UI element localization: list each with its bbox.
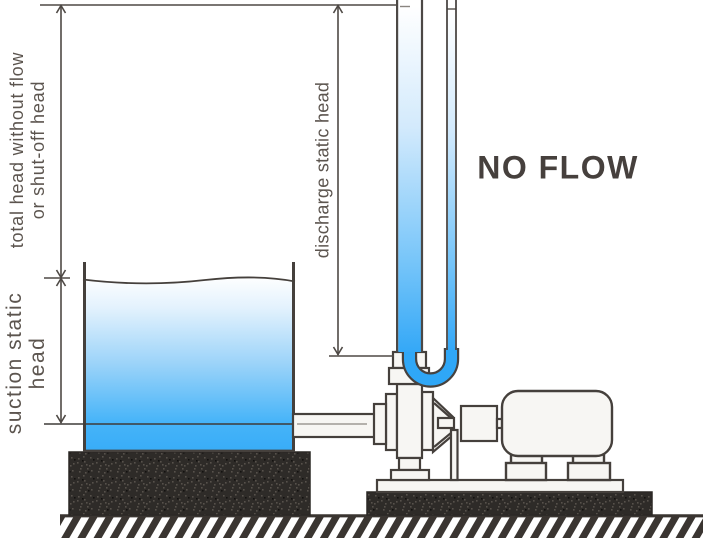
tank-water (86, 277, 292, 451)
label-total-head-line1: total head without flow (7, 51, 27, 249)
label-total-head: total head without flow or shut-off head (7, 52, 49, 249)
cone-inner-line-bottom (433, 432, 452, 448)
pump-suction-flange (372, 402, 388, 446)
pump-shaft-end (436, 416, 456, 430)
ground-hatch (60, 517, 703, 538)
discharge-standpipe (396, 0, 424, 352)
electric-motor (500, 389, 614, 482)
pump-rear-flange (420, 390, 435, 452)
dimension-lines (40, 3, 397, 425)
ground (60, 514, 703, 538)
motor-body (500, 389, 614, 458)
arrow-down-discharge (332, 346, 344, 357)
u-bend-water (404, 347, 457, 386)
riser-water (447, 9, 456, 350)
arrow-up-discharge (332, 3, 344, 14)
riser-tube (446, 0, 457, 350)
label-suction-line1: suction static (3, 291, 26, 435)
label-suction-static-head: suction static head (3, 292, 49, 434)
centrifugal-pump (372, 382, 505, 482)
tank-foundation-block (68, 451, 311, 516)
standpipe-water (398, 7, 422, 352)
label-suction-line2: head (26, 336, 49, 390)
arrow-up-total (55, 3, 67, 14)
pump-support-leg (449, 428, 459, 482)
u-bend-pipe (401, 347, 460, 388)
shaft-coupling (459, 404, 499, 443)
pump-foundation-block (366, 491, 653, 516)
pump-casing (395, 382, 424, 460)
pump-pedestal-foot (389, 468, 431, 482)
label-total-head-line2: or shut-off head (28, 80, 48, 220)
label-discharge-static-head: discharge static head (312, 81, 333, 259)
pump-front-flange (384, 392, 399, 452)
water-surface-line (82, 276, 296, 285)
pump-pedestal-neck (397, 456, 422, 472)
no-flow-status-text: NO FLOW (477, 149, 639, 186)
arrow-down-suction (55, 414, 67, 425)
suction-pipe (291, 412, 377, 439)
label-discharge-line1: discharge static head (312, 81, 333, 259)
motor-foot-left (504, 461, 548, 482)
baseplate (375, 478, 625, 494)
arrow-up-suction (55, 276, 67, 287)
motor-foot-right (566, 461, 612, 482)
cone-inner-line-top (433, 402, 452, 419)
